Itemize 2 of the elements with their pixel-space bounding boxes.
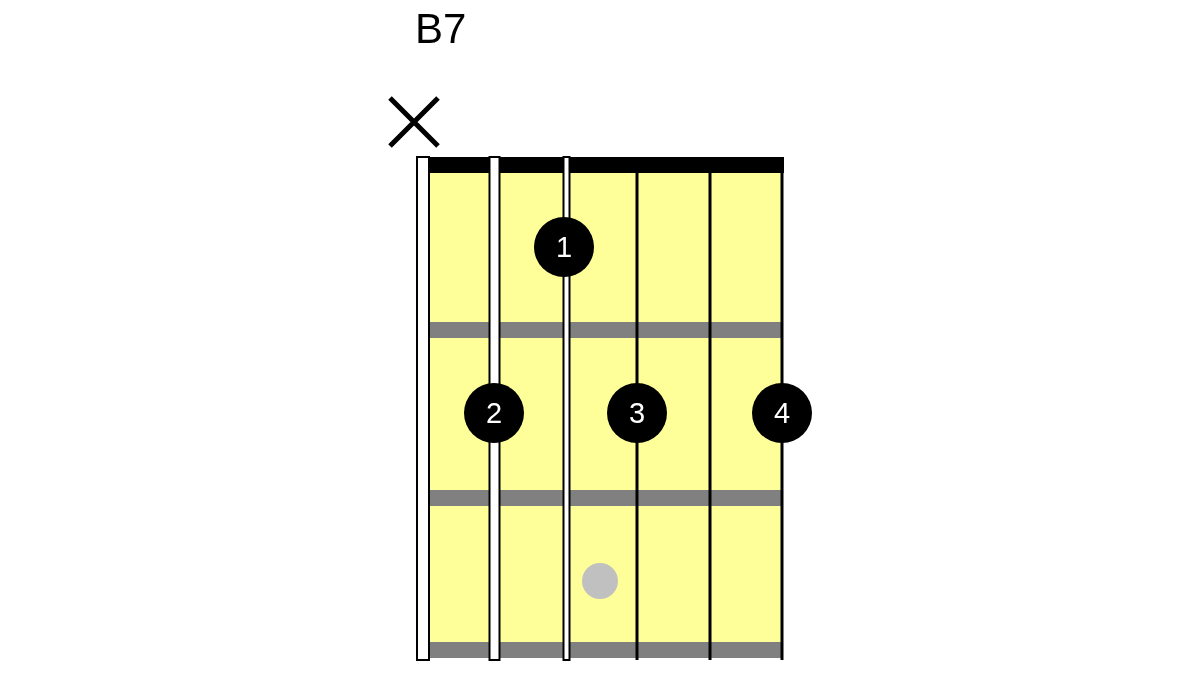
finger-number-dot: 4 (752, 383, 812, 443)
chord-title: B7 (415, 8, 467, 50)
